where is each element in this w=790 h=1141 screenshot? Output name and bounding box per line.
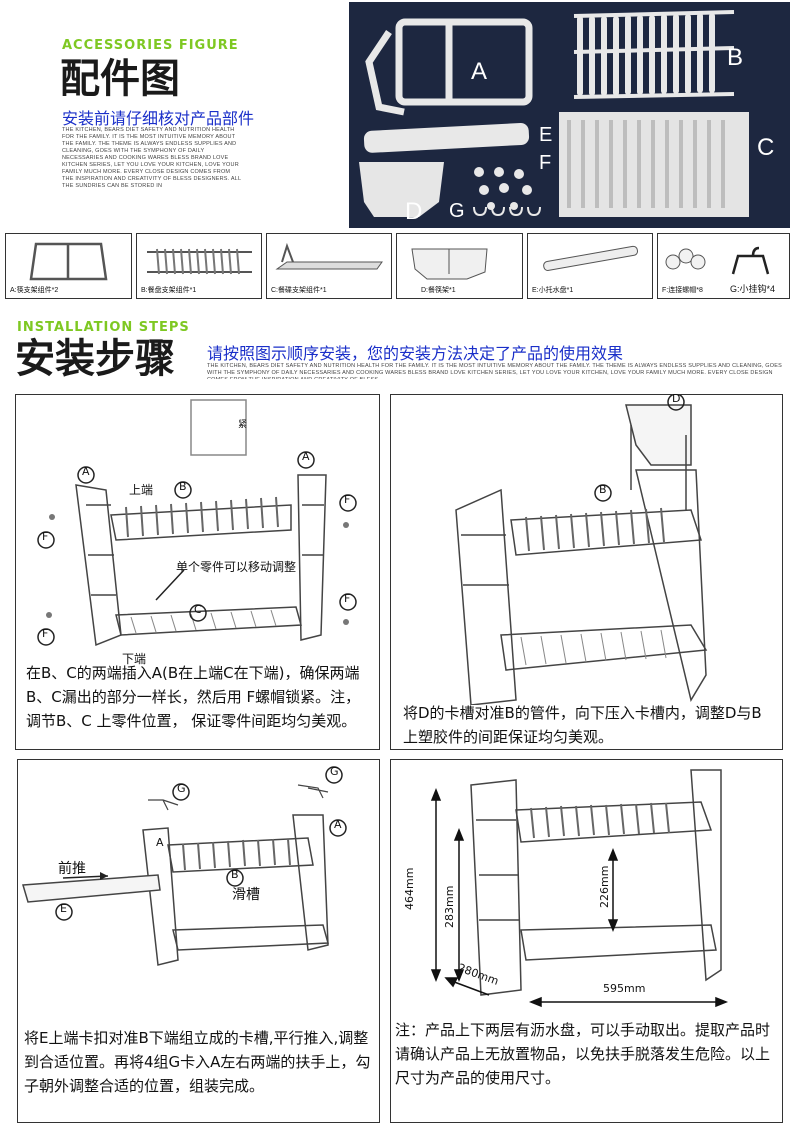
step-1-label-top: 上端 xyxy=(129,483,154,497)
installation-title: 安装步骤 xyxy=(15,336,175,382)
photo-label-e: E xyxy=(539,124,553,146)
step-1-label-movable: 单个零件可以移动调整 xyxy=(176,560,297,574)
installation-description: THE KITCHEN, BEARS DIET SAFETY AND NUTRI… xyxy=(207,363,782,379)
part-thumb-a: A:筷支架组件*2 xyxy=(5,233,132,299)
step-3-label-a-right: A xyxy=(334,818,342,831)
step-4-dim-width: 595mm xyxy=(603,982,646,995)
photo-label-a: A xyxy=(471,58,488,85)
step-1-label-a-right: A xyxy=(302,450,310,463)
step-2-label-b: B xyxy=(599,483,607,496)
installation-subtitle: 请按照图示顺序安装，您的安装方法决定了产品的使用效果 xyxy=(207,344,624,363)
step-1-label-b: B xyxy=(179,480,187,493)
part-label-g: G:小挂钩*4 xyxy=(730,284,776,294)
accessories-title: 配件图 xyxy=(60,56,180,102)
part-thumb-b: B:餐盘支架组件*1 xyxy=(136,233,262,299)
photo-label-g: G xyxy=(449,200,465,222)
photo-label-d: D xyxy=(405,198,423,225)
step-1-label-f3: F xyxy=(344,592,351,605)
part-fg-drawing xyxy=(665,246,770,275)
part-b-drawing xyxy=(147,248,252,275)
part-thumb-e: E:小托水盘*1 xyxy=(527,233,653,299)
step-3-label-push: 前推 xyxy=(58,861,86,877)
part-thumb-c: C:餐碟支架组件*1 xyxy=(266,233,392,299)
step-1-label-tighten: 紧 xyxy=(238,420,248,430)
step-1-label-c: C xyxy=(194,603,202,616)
step-4-diagram xyxy=(430,769,729,1008)
step-1-label-a-left: A xyxy=(82,465,90,478)
photo-label-c: C xyxy=(757,134,775,161)
step-1-diagram xyxy=(37,399,357,647)
step-1-label-f4: F xyxy=(42,627,49,640)
step-3-label-e: E xyxy=(60,902,67,915)
installation-heading-en: INSTALLATION STEPS xyxy=(17,320,190,335)
step-1-label-f1: F xyxy=(42,530,49,543)
step-4-dim-mid: 283mm xyxy=(443,885,456,928)
step-3-label-g2: G xyxy=(330,765,339,778)
accessories-photo: A B C D E F G xyxy=(349,2,790,228)
accessories-description: THE KITCHEN, BEARS DIET SAFETY AND NUTRI… xyxy=(62,127,241,189)
step-3-label-b: B xyxy=(231,868,239,881)
part-thumb-fg: F:连接螺帽*8 G:小挂钩*4 xyxy=(657,233,790,299)
step-4-panel: 464mm 283mm 226mm 280mm 595mm 注：产品上下两层有沥… xyxy=(390,759,783,1123)
part-label-e: E:小托水盘*1 xyxy=(532,287,574,294)
step-2-diagram xyxy=(455,395,708,705)
accessories-subtitle: 安装前请仔细核对产品部件 xyxy=(62,109,255,128)
accessories-heading-en: ACCESSORIES FIGURE xyxy=(62,38,239,53)
step-3-label-slot: 滑槽 xyxy=(232,887,260,903)
step-3-panel: G G A A B E 前推 滑槽 将E上端卡扣对准B下端组立成的卡槽,平行推入… xyxy=(17,759,380,1123)
step-4-dim-height: 464mm xyxy=(403,867,416,910)
step-1-label-bottom: 下端 xyxy=(122,652,147,666)
photo-label-b: B xyxy=(727,44,744,71)
photo-label-f: F xyxy=(539,152,552,174)
step-2-panel: D B 将D的卡槽对准B的管件，向下压入卡槽内，调整D与B上塑胶件的间距保证均匀… xyxy=(390,392,783,750)
parts-photo-drawing xyxy=(349,2,790,228)
step-2-instructions: 将D的卡槽对准B的管件，向下压入卡槽内，调整D与B上塑胶件的间距保证均匀美观。 xyxy=(403,704,762,746)
step-1-instructions: 在B、C的两端插入A(B在上端C在下端)，确保两端B、C漏出的部分一样长，然后用… xyxy=(26,664,361,730)
part-label-f: F:连接螺帽*8 xyxy=(662,287,703,294)
part-label-b: B:餐盘支架组件*1 xyxy=(141,287,197,294)
step-3-instructions: 将E上端卡扣对准B下端组立成的卡槽,平行推入,调整到合适位置。再将4组G卡入A左… xyxy=(24,1029,371,1095)
step-1-panel: A A B C F F F F 上端 下端 单个零件可以移动调整 紧 在B、C的… xyxy=(15,394,380,750)
step-4-dim-inner: 226mm xyxy=(598,865,611,908)
step-3-diagram xyxy=(22,766,347,966)
step-4-instructions: 注：产品上下两层有沥水盘，可以手动取出。提取产品时请确认产品上无放置物品，以免扶… xyxy=(395,1021,771,1087)
step-2-label-d: D xyxy=(672,392,681,405)
part-c-drawing xyxy=(275,242,383,270)
part-a-drawing xyxy=(29,242,108,281)
step-3-label-a-left: A xyxy=(156,836,164,849)
part-label-d: D:餐筷架*1 xyxy=(421,287,456,294)
part-label-a: A:筷支架组件*2 xyxy=(10,287,59,294)
part-e-drawing xyxy=(543,245,639,271)
part-d-drawing xyxy=(411,248,488,280)
part-thumb-d: D:餐筷架*1 xyxy=(396,233,523,299)
step-1-label-f2: F xyxy=(344,493,351,506)
part-label-c: C:餐碟支架组件*1 xyxy=(271,287,327,294)
step-3-label-g1: G xyxy=(177,782,186,795)
